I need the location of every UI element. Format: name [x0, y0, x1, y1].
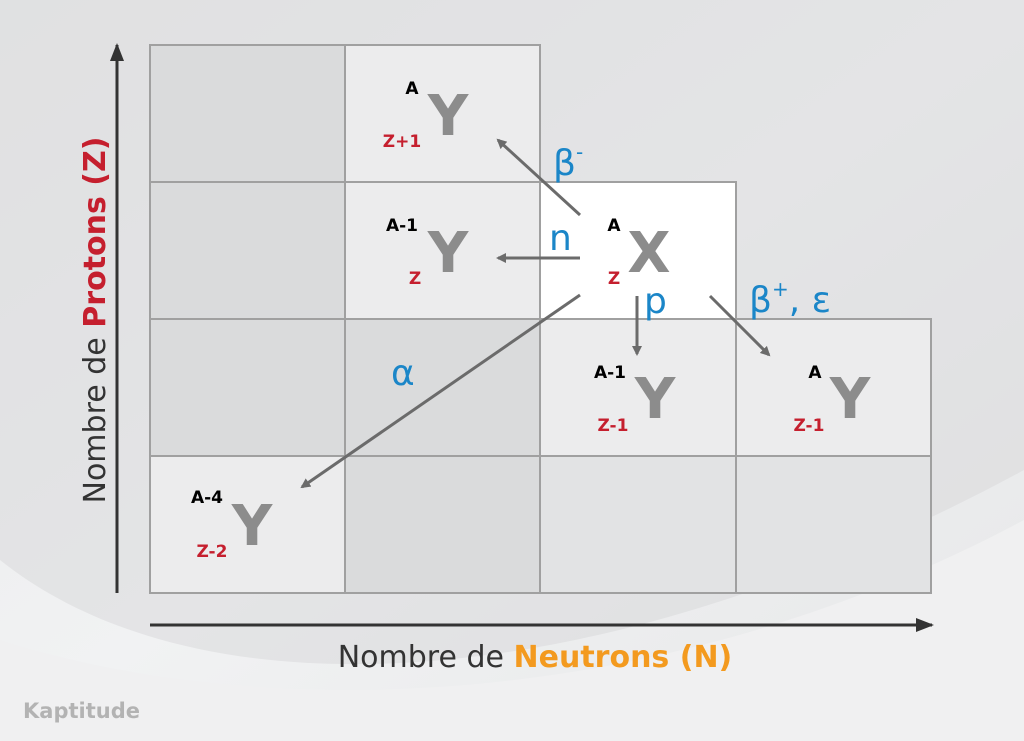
nuclide-alpha: A-4 Y Z-2	[191, 488, 274, 562]
mass-number: A-1	[386, 216, 418, 236]
x-axis-label: Nombre de Neutrons (N)	[338, 640, 733, 675]
element-symbol: Y	[427, 221, 470, 286]
atomic-number: Z-1	[794, 416, 825, 436]
nuclide-beta-minus: A Y Z+1	[383, 79, 470, 152]
grid	[149, 44, 932, 594]
beta-plus-arrow	[708, 294, 771, 357]
nuclide-beta-plus: A Y Z-1	[794, 363, 872, 436]
beta-minus-label: β-	[553, 140, 583, 184]
mass-number: A-1	[594, 363, 626, 383]
atomic-number: Z+1	[383, 132, 421, 152]
alpha-label: α	[391, 353, 415, 394]
beta-plus-label: β+, ε	[749, 277, 831, 321]
atomic-number: Z	[409, 269, 421, 289]
nuclide-parent: A X Z	[607, 216, 670, 289]
watermark-logo: Kaptitude	[23, 699, 140, 723]
atomic-number: Z	[608, 269, 620, 289]
mass-number: A-4	[191, 488, 223, 508]
mass-number: A	[607, 216, 621, 236]
beta-minus-arrow	[496, 138, 582, 217]
nuclide-proton: A-1 Y Z-1	[594, 363, 677, 436]
atomic-number: Z-2	[197, 542, 228, 562]
background-swoosh-light	[0, 520, 1024, 741]
neutron-label: n	[549, 218, 572, 259]
element-symbol: Y	[634, 367, 677, 432]
proton-label: p	[644, 281, 667, 322]
element-symbol: Y	[427, 84, 470, 149]
element-symbol: Y	[829, 367, 872, 432]
alpha-arrow	[300, 293, 581, 489]
atomic-number: Z-1	[598, 416, 629, 436]
mass-number: A	[405, 79, 419, 99]
y-axis-label: Nombre de Protons (Z)	[78, 137, 113, 504]
element-symbol: X	[627, 221, 670, 286]
nuclide-neutron: A-1 Y Z	[386, 216, 470, 289]
element-symbol: Y	[231, 494, 274, 559]
mass-number: A	[808, 363, 822, 383]
